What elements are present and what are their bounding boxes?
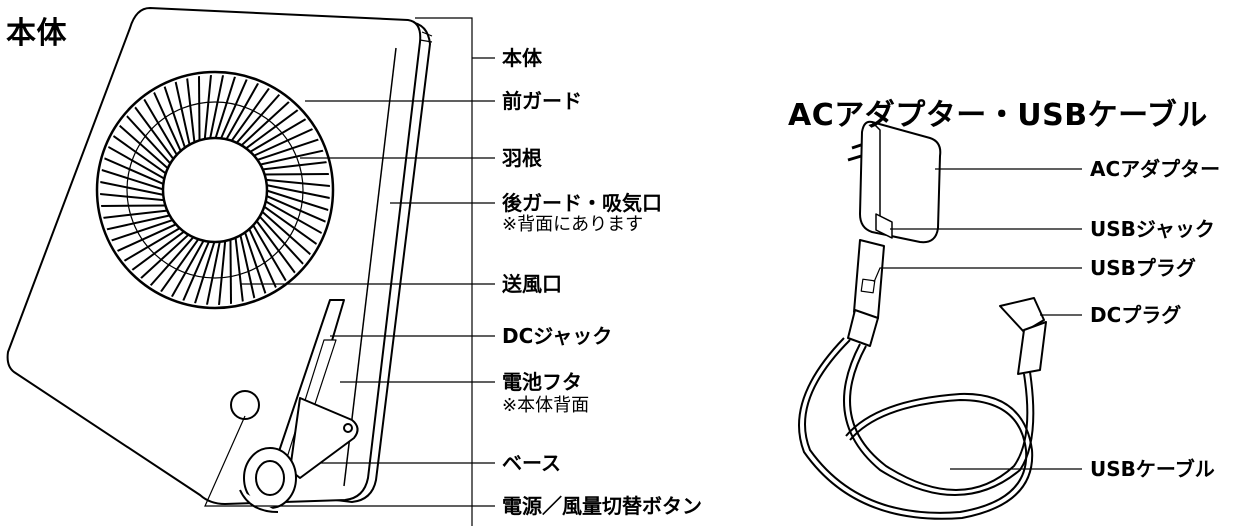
guard-spoke	[239, 233, 257, 304]
guard-spoke	[263, 199, 327, 237]
dc-plug	[999, 297, 1045, 333]
adapter-body	[859, 120, 942, 244]
guard-spoke	[264, 189, 330, 213]
label-base: ベース	[502, 451, 561, 475]
fan-guard	[95, 70, 335, 310]
guard-spoke	[100, 209, 170, 220]
label-rear-guard: 後ガード・吸気口	[502, 191, 662, 215]
label-front-guard: 前ガード	[502, 89, 582, 113]
guard-spoke	[101, 214, 172, 232]
guard-spoke	[261, 204, 322, 248]
guard-spoke	[112, 222, 179, 254]
power-button	[230, 390, 260, 420]
guard-spoke	[229, 237, 233, 305]
guard-spoke	[234, 90, 284, 145]
guard-spoke	[192, 239, 216, 305]
guard-spoke	[151, 87, 183, 154]
guard-spoke	[136, 232, 191, 283]
accessories-heading: ACアダプター・USBケーブル	[788, 98, 1208, 133]
guard-spoke	[146, 235, 196, 290]
label-blade: 羽根	[502, 146, 542, 170]
guard-spoke	[131, 102, 176, 162]
guard-spoke	[247, 226, 279, 293]
label-body: 本体	[502, 46, 542, 70]
guard-spoke	[115, 121, 170, 171]
guard-spoke	[157, 236, 201, 297]
label-dc-jack: DCジャック	[502, 324, 613, 348]
base-plate	[289, 397, 359, 479]
guard-spoke	[251, 126, 318, 158]
guard-spoke	[100, 179, 166, 197]
usb-cable-illustration	[798, 337, 1035, 520]
usb-plug	[853, 239, 885, 319]
guard-spoke	[264, 183, 330, 201]
note-rear-guard: ※背面にあります	[502, 214, 644, 235]
guard-spoke	[251, 222, 290, 286]
guard-spoke	[185, 75, 196, 145]
guard-spoke	[243, 230, 268, 299]
label-air-outlet: 送風口	[502, 272, 562, 296]
ac-adapter-illustration	[847, 120, 1047, 375]
label-usb-cable: USBケーブル	[1090, 457, 1215, 481]
fan-leader-lines	[204, 17, 495, 526]
guard-spoke	[106, 218, 175, 243]
guard-spoke	[254, 218, 299, 278]
guard-spoke	[257, 214, 308, 269]
guard-spoke	[243, 106, 303, 151]
guard-spoke	[100, 192, 167, 202]
usb-jack-slot	[875, 213, 893, 239]
guard-spoke	[100, 167, 166, 191]
guard-spoke	[197, 75, 201, 143]
guard-spoke	[264, 194, 330, 225]
guard-spoke	[258, 148, 329, 166]
guard-spoke	[239, 97, 294, 148]
label-power-button: 電源／風量切替ボタン	[502, 494, 702, 518]
guard-spoke	[168, 238, 206, 302]
label-usb-jack: USBジャック	[1090, 217, 1215, 241]
guard-spoke	[263, 178, 330, 188]
guard-spoke	[260, 209, 315, 259]
label-usb-plug: USBプラグ	[1090, 256, 1196, 280]
guard-spoke	[119, 226, 183, 265]
guard-spoke	[100, 204, 168, 208]
guard-spoke	[208, 75, 226, 141]
guard-spoke	[122, 111, 173, 166]
guard-spoke	[127, 229, 187, 274]
note-battery-cover: ※本体背面	[502, 395, 590, 416]
fan-edge-line	[343, 47, 397, 487]
guard-spoke	[140, 94, 179, 158]
guard-spoke	[260, 160, 330, 171]
guard-spoke	[108, 132, 169, 176]
fan-hub	[161, 136, 269, 244]
guard-spoke	[204, 239, 222, 305]
guard-spoke	[247, 115, 311, 154]
guard-spoke	[219, 75, 250, 141]
guard-spoke	[217, 238, 227, 305]
guard-spoke	[262, 172, 330, 176]
guard-spoke	[229, 83, 273, 144]
guard-spoke	[100, 155, 166, 186]
guard-spoke	[255, 137, 324, 162]
guard-spoke	[203, 75, 213, 142]
guard-spoke	[103, 143, 167, 181]
accessory-leader-lines	[873, 168, 1082, 470]
label-dc-plug: DCプラグ	[1090, 303, 1182, 327]
guard-spoke	[180, 239, 211, 305]
fan-heading: 本体	[6, 16, 67, 51]
guard-spoke	[162, 81, 187, 150]
guard-spoke	[173, 76, 191, 147]
label-ac-adapter: ACアダプター	[1090, 157, 1221, 181]
label-battery-cover: 電池フタ	[502, 370, 582, 394]
guard-spoke	[234, 235, 245, 305]
guard-spoke	[224, 78, 262, 142]
guard-spoke	[214, 75, 238, 141]
